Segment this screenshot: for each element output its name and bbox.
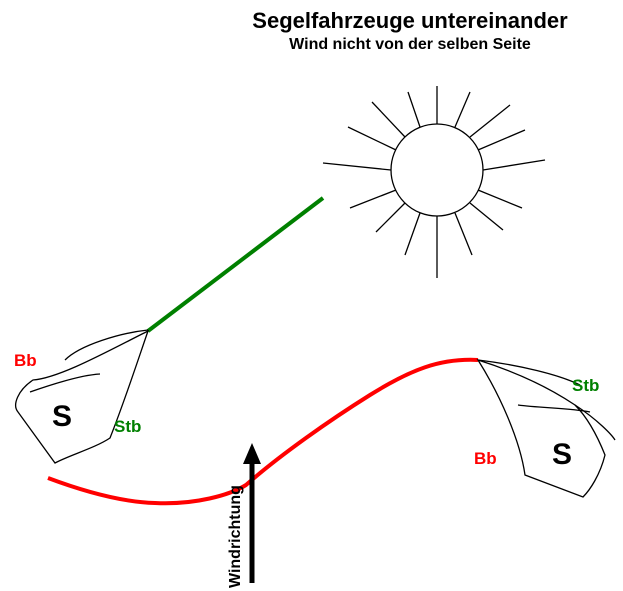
right-boat-starboard-label: Stb (572, 376, 599, 395)
right-boat (476, 358, 616, 498)
starboard-track-line (146, 196, 325, 333)
wind-arrow-icon (243, 443, 261, 583)
left-boat-port-label: Bb (14, 351, 37, 370)
right-boat-port-label: Bb (474, 449, 497, 468)
left-boat-mark: S (52, 400, 72, 433)
diagram-title: Segelfahrzeuge untereinander (252, 8, 568, 33)
sun-icon (322, 86, 546, 278)
diagram-subtitle: Wind nicht von der selben Seite (289, 36, 531, 53)
left-boat (15, 329, 150, 464)
wind-direction-label: Windrichtung (227, 485, 244, 588)
left-boat-starboard-label: Stb (114, 417, 141, 436)
right-boat-mark: S (552, 438, 572, 471)
